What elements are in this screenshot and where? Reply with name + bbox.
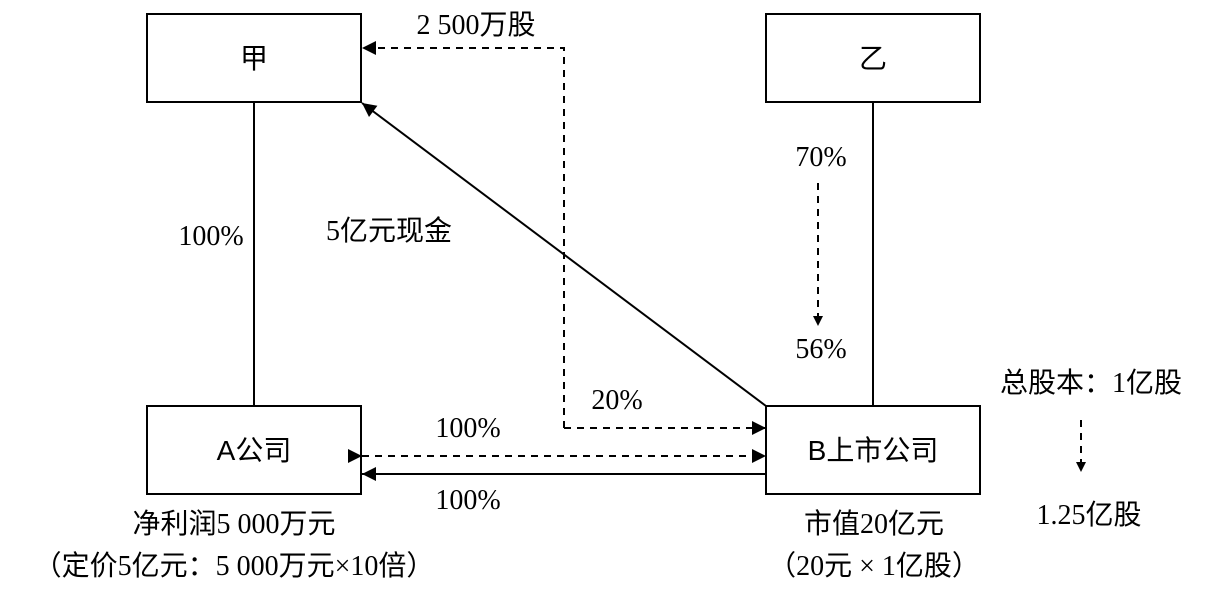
label-cash: 5亿元现金: [326, 215, 452, 247]
note-b-value: 市值20亿元: [804, 508, 944, 540]
node-a-company: A公司: [146, 405, 362, 495]
node-a-company-label: A公司: [217, 435, 292, 466]
node-b-company: B上市公司: [765, 405, 981, 495]
note-a-price: （定价5亿元：5 000万元×10倍）: [34, 550, 435, 582]
label-jia-b-pct: 20%: [591, 385, 642, 416]
label-shares-to-jia: 2 500万股: [416, 10, 535, 41]
note-total-after: 1.25亿股: [1036, 499, 1141, 531]
label-yi-b-before: 70%: [795, 142, 846, 173]
note-a-profit: 净利润5 000万元: [132, 508, 335, 540]
node-jia: 甲: [146, 13, 362, 103]
label-yi-b-after: 56%: [795, 334, 846, 365]
note-b-value-calc: （20元 × 1亿股）: [768, 550, 980, 582]
label-jia-a-pct: 100%: [178, 221, 243, 252]
edge-shares-to-jia: [362, 41, 565, 428]
node-b-company-label: B上市公司: [808, 435, 939, 466]
note-total-before: 总股本：1亿股: [1000, 367, 1182, 399]
node-yi-label: 乙: [859, 43, 887, 74]
node-yi: 乙: [765, 13, 981, 103]
label-a-b-solid-pct: 100%: [435, 485, 500, 516]
node-jia-label: 甲: [240, 43, 268, 74]
label-a-b-dashed-pct: 100%: [435, 413, 500, 444]
